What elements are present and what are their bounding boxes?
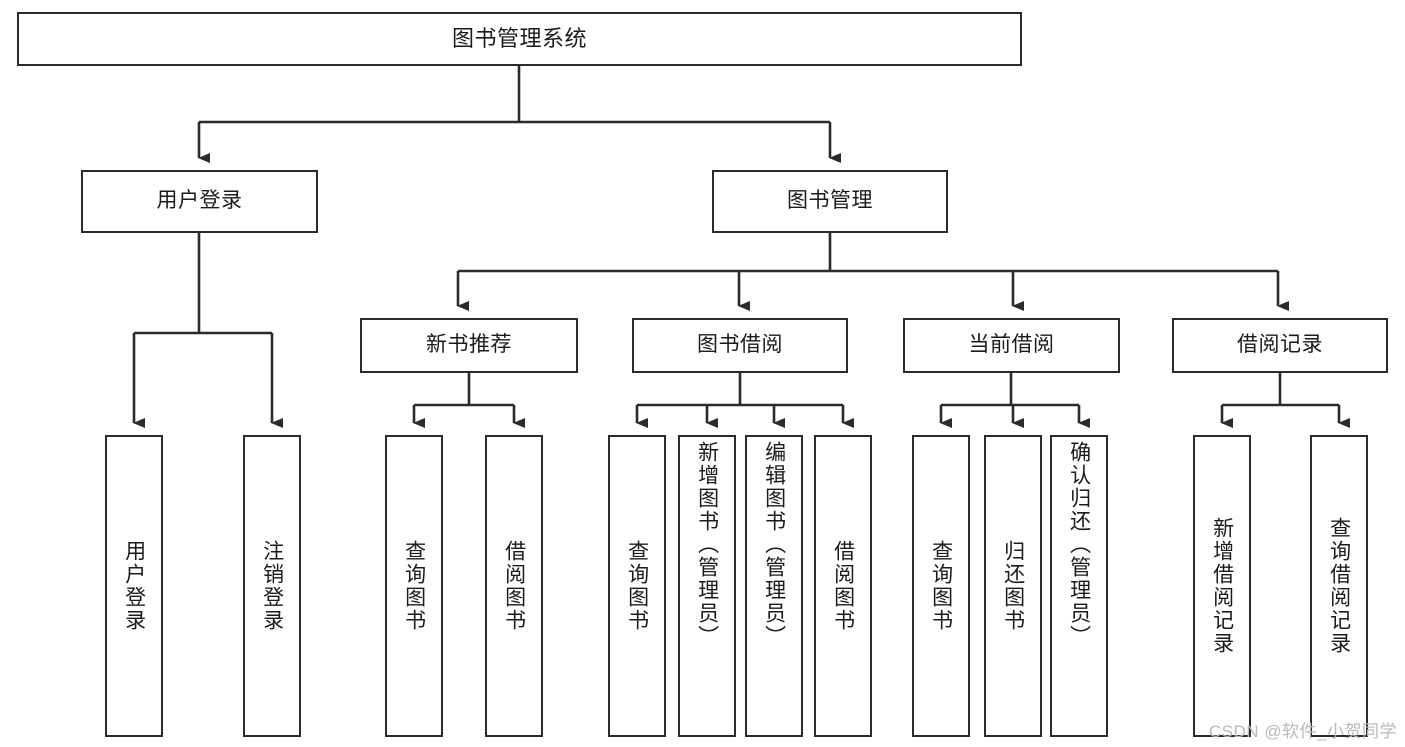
node-leaf-query-book-3[interactable]: 查询图书 [912, 435, 970, 737]
node-leaf-edit-book-admin-label: 编辑图书（管理员） [762, 441, 786, 648]
node-current-borrow-label: 当前借阅 [968, 333, 1055, 357]
node-book-manage[interactable]: 图书管理 [712, 170, 948, 233]
node-book-borrow[interactable]: 图书借阅 [632, 318, 848, 373]
node-leaf-logout-login[interactable]: 注销登录 [243, 435, 301, 737]
node-leaf-borrow-book-1[interactable]: 借阅图书 [485, 435, 543, 737]
node-user-login[interactable]: 用户登录 [81, 170, 318, 233]
node-leaf-add-book-admin[interactable]: 新增图书（管理员） [678, 435, 736, 737]
node-borrow-record[interactable]: 借阅记录 [1172, 318, 1388, 373]
node-leaf-query-book-1[interactable]: 查询图书 [385, 435, 443, 737]
node-root[interactable]: 图书管理系统 [17, 12, 1022, 66]
node-root-label: 图书管理系统 [451, 26, 587, 52]
node-leaf-borrow-book-2[interactable]: 借阅图书 [814, 435, 872, 737]
node-leaf-confirm-return-admin-label: 确认归还（管理员） [1067, 441, 1091, 648]
node-leaf-return-book-label: 归还图书 [1001, 540, 1025, 632]
node-leaf-add-borrow-record[interactable]: 新增借阅记录 [1193, 435, 1251, 737]
node-leaf-add-book-admin-label: 新增图书（管理员） [695, 441, 719, 648]
node-new-book-recommend[interactable]: 新书推荐 [360, 318, 578, 373]
node-book-manage-label: 图书管理 [787, 189, 873, 213]
node-leaf-user-login-label: 用户登录 [122, 540, 146, 632]
node-current-borrow[interactable]: 当前借阅 [903, 318, 1120, 373]
node-user-login-label: 用户登录 [156, 189, 243, 213]
node-leaf-query-book-1-label: 查询图书 [402, 540, 426, 632]
node-leaf-query-book-3-label: 查询图书 [929, 540, 953, 632]
node-leaf-query-book-2-label: 查询图书 [625, 540, 649, 632]
watermark: CSDN @软件_小贺同学 [1208, 722, 1397, 741]
node-new-book-recommend-label: 新书推荐 [426, 333, 512, 357]
node-leaf-borrow-book-1-label: 借阅图书 [502, 540, 526, 632]
node-leaf-borrow-book-2-label: 借阅图书 [831, 540, 855, 632]
node-borrow-record-label: 借阅记录 [1237, 333, 1323, 357]
node-leaf-query-borrow-record-label: 查询借阅记录 [1327, 517, 1351, 655]
node-leaf-edit-book-admin[interactable]: 编辑图书（管理员） [745, 435, 803, 737]
node-leaf-logout-login-label: 注销登录 [260, 540, 284, 632]
node-leaf-user-login[interactable]: 用户登录 [105, 435, 163, 737]
node-leaf-query-borrow-record[interactable]: 查询借阅记录 [1310, 435, 1368, 737]
node-leaf-query-book-2[interactable]: 查询图书 [608, 435, 666, 737]
node-leaf-confirm-return-admin[interactable]: 确认归还（管理员） [1050, 435, 1108, 737]
node-leaf-return-book[interactable]: 归还图书 [984, 435, 1042, 737]
node-book-borrow-label: 图书借阅 [697, 333, 783, 357]
node-leaf-add-borrow-record-label: 新增借阅记录 [1210, 517, 1234, 655]
